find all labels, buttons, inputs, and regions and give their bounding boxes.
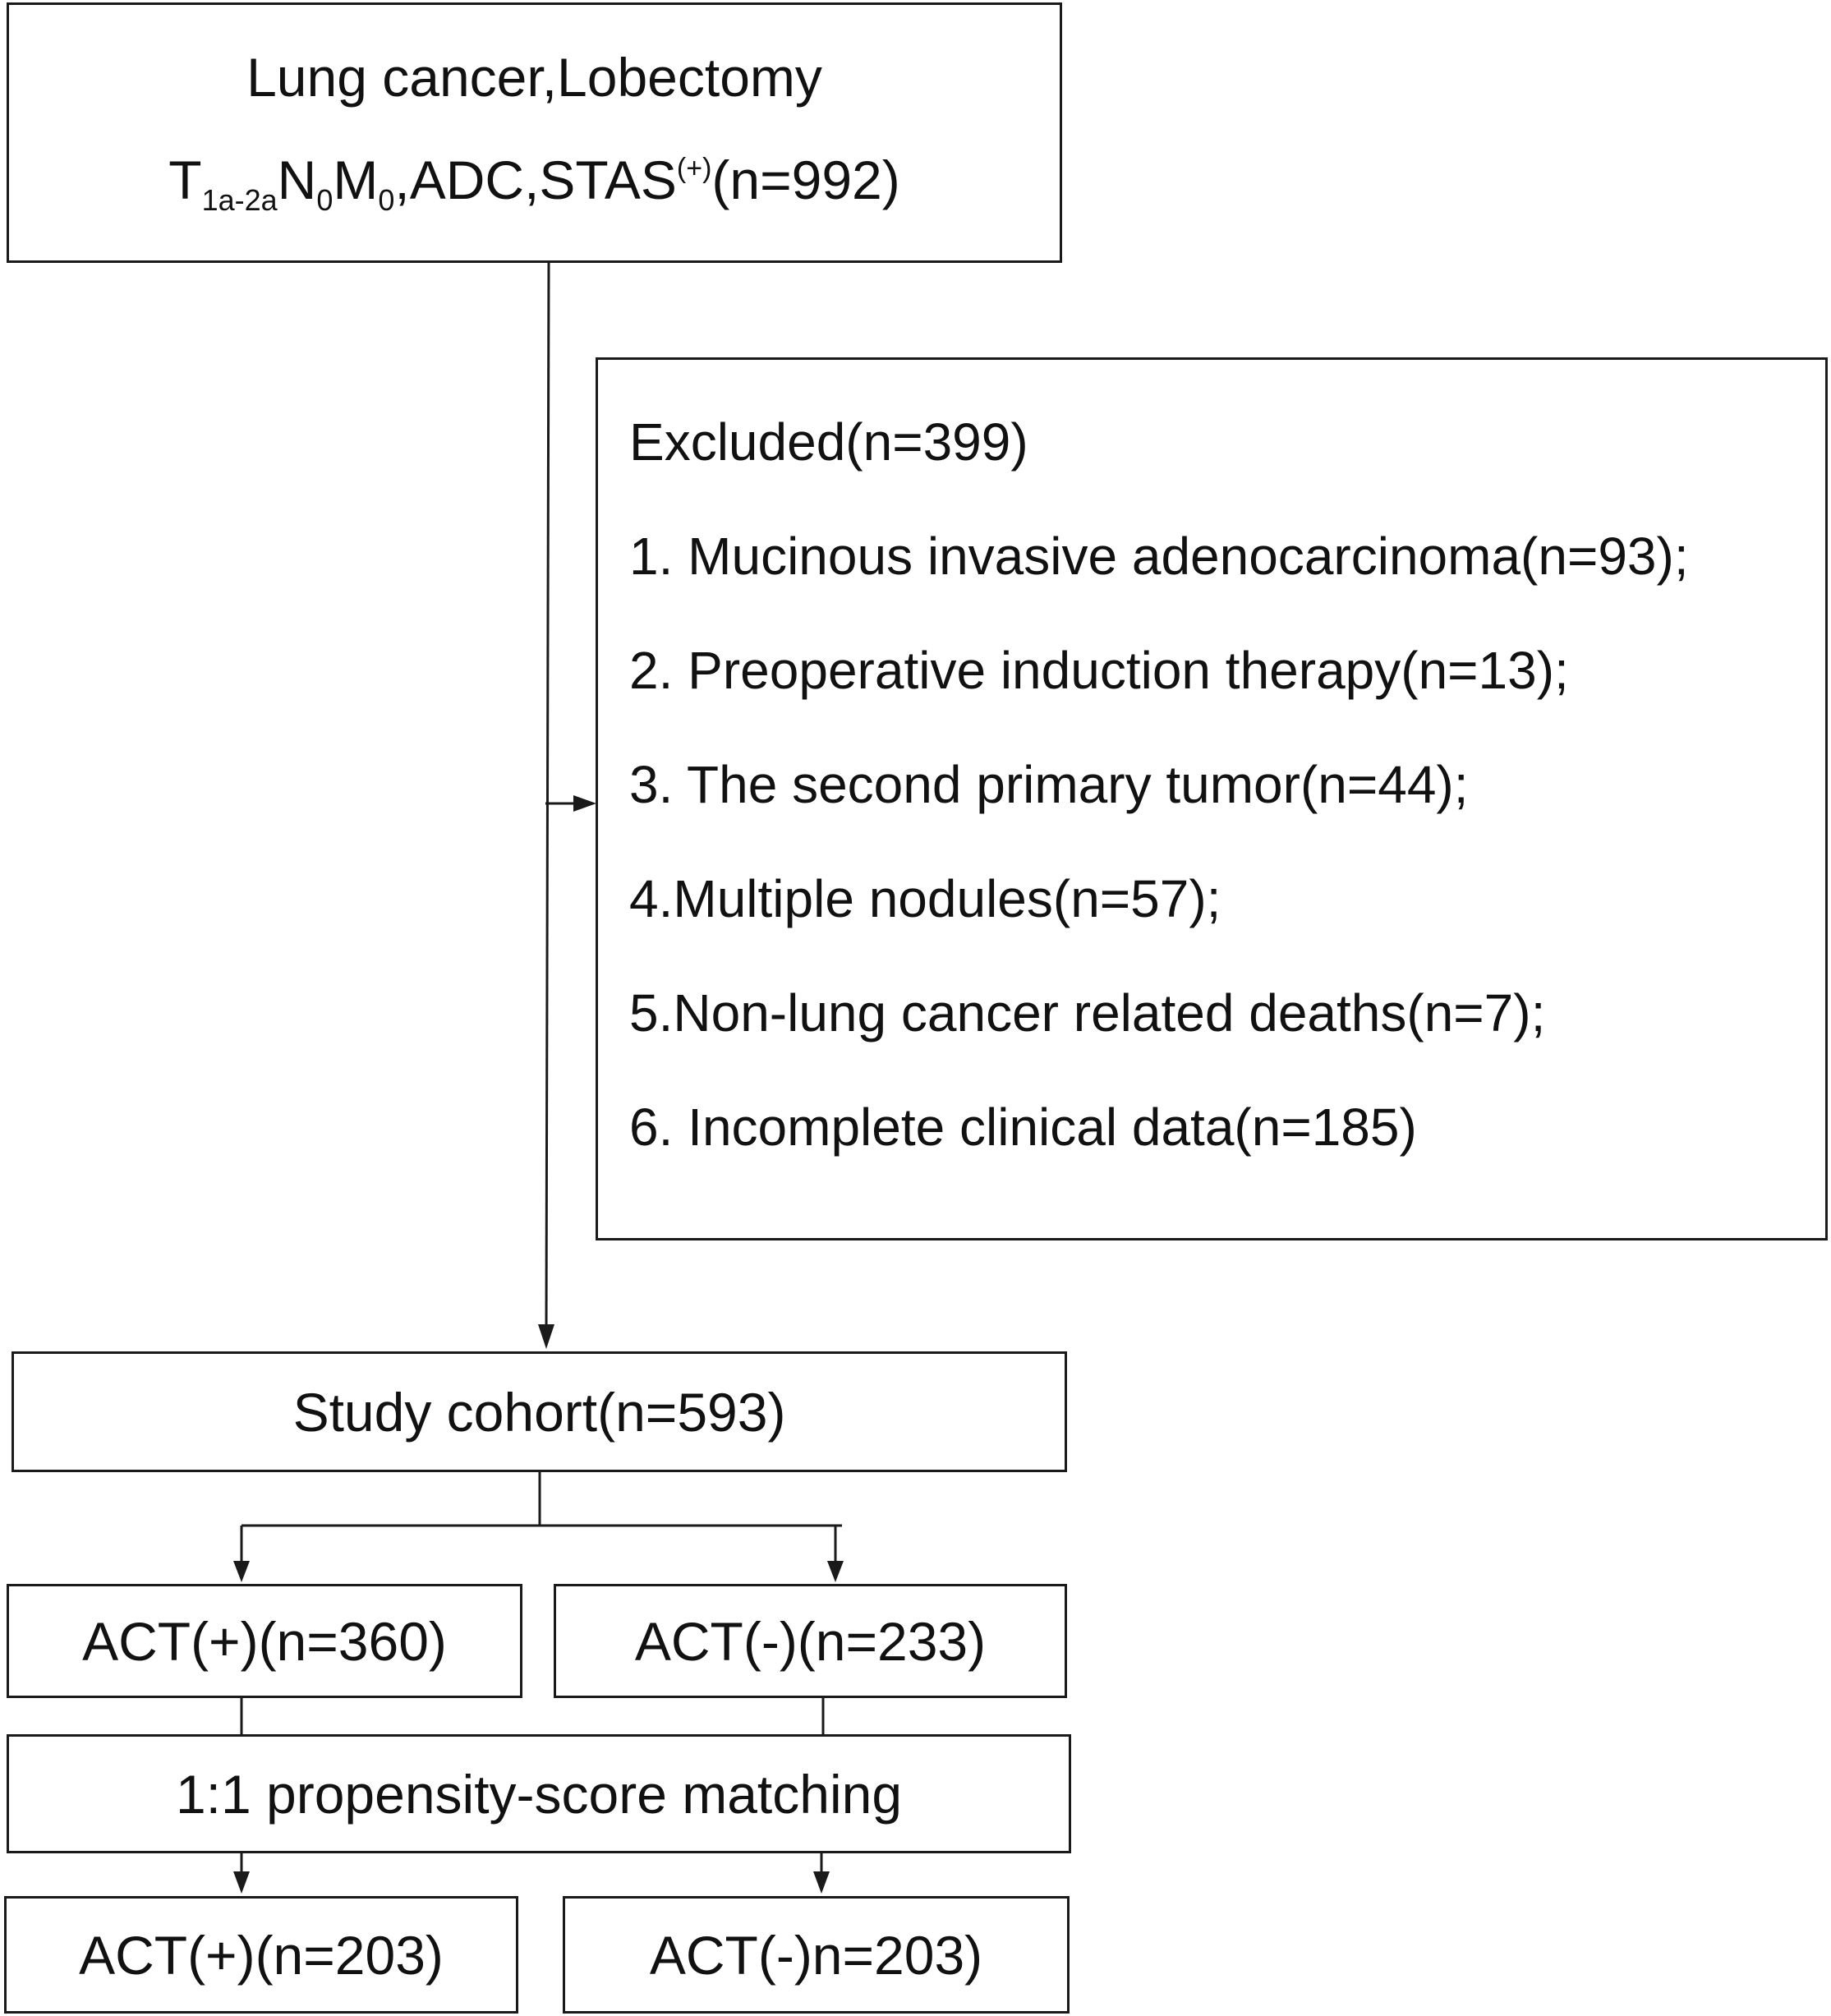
study-cohort-label: Study cohort(n=593) — [292, 1381, 786, 1443]
tnm-n-sub: 0 — [316, 183, 334, 217]
excluded-item: 6. Incomplete clinical data(n=185) — [629, 1098, 1417, 1157]
tnm-m-sub: 0 — [378, 183, 395, 217]
arrowhead-excluded — [573, 795, 596, 812]
criteria-mid: ,ADC,STAS — [394, 150, 677, 210]
act-negative-box: ACT(-)(n=233) — [554, 1584, 1067, 1698]
arrowhead-matched-pos — [233, 1871, 250, 1894]
excluded-item: 5.Non-lung cancer related deaths(n=7); — [629, 983, 1546, 1043]
tnm-t-sub: 1a-2a — [201, 183, 278, 217]
arrowhead-study — [538, 1324, 554, 1349]
matching-label: 1:1 propensity-score matching — [175, 1763, 903, 1825]
inclusion-title: Lung cancer,Lobectomy — [246, 47, 822, 108]
excluded-item: 3. The second primary tumor(n=44); — [629, 755, 1469, 814]
criteria-count: (n=992) — [711, 150, 900, 210]
excluded-item: 4.Multiple nodules(n=57); — [629, 869, 1221, 928]
inclusion-criteria: T1a-2aN0M0,ADC,STAS(+)(n=992) — [9, 149, 1060, 217]
study-cohort-box: Study cohort(n=593) — [12, 1351, 1067, 1472]
excluded-item: 1. Mucinous invasive adenocarcinoma(n=93… — [629, 527, 1689, 586]
matched-negative-label: ACT(-)n=203) — [649, 1924, 983, 1986]
arrowhead-act-pos — [233, 1561, 250, 1582]
matched-positive-label: ACT(+)(n=203) — [79, 1924, 444, 1986]
arrowhead-act-neg — [827, 1561, 844, 1582]
matched-positive-box: ACT(+)(n=203) — [4, 1896, 518, 2014]
arrowhead-matched-neg — [813, 1871, 830, 1894]
arrow-top-to-study — [545, 262, 550, 1332]
excluded-box: Excluded(n=399) 1. Mucinous invasive ade… — [596, 357, 1828, 1240]
tnm-m: M — [333, 150, 379, 210]
tnm-n: N — [277, 150, 317, 210]
tnm-t: T — [168, 150, 202, 210]
excluded-title: Excluded(n=399) — [629, 412, 1028, 472]
matched-negative-box: ACT(-)n=203) — [563, 1896, 1070, 2014]
act-positive-box: ACT(+)(n=360) — [7, 1584, 522, 1698]
inclusion-box: Lung cancer,Lobectomy T1a-2aN0M0,ADC,STA… — [7, 2, 1062, 263]
act-negative-label: ACT(-)(n=233) — [634, 1610, 987, 1672]
matching-box: 1:1 propensity-score matching — [7, 1734, 1071, 1853]
excluded-item: 2. Preoperative induction therapy(n=13); — [629, 641, 1569, 700]
act-positive-label: ACT(+)(n=360) — [82, 1610, 447, 1672]
stas-sup: (+) — [676, 153, 712, 184]
